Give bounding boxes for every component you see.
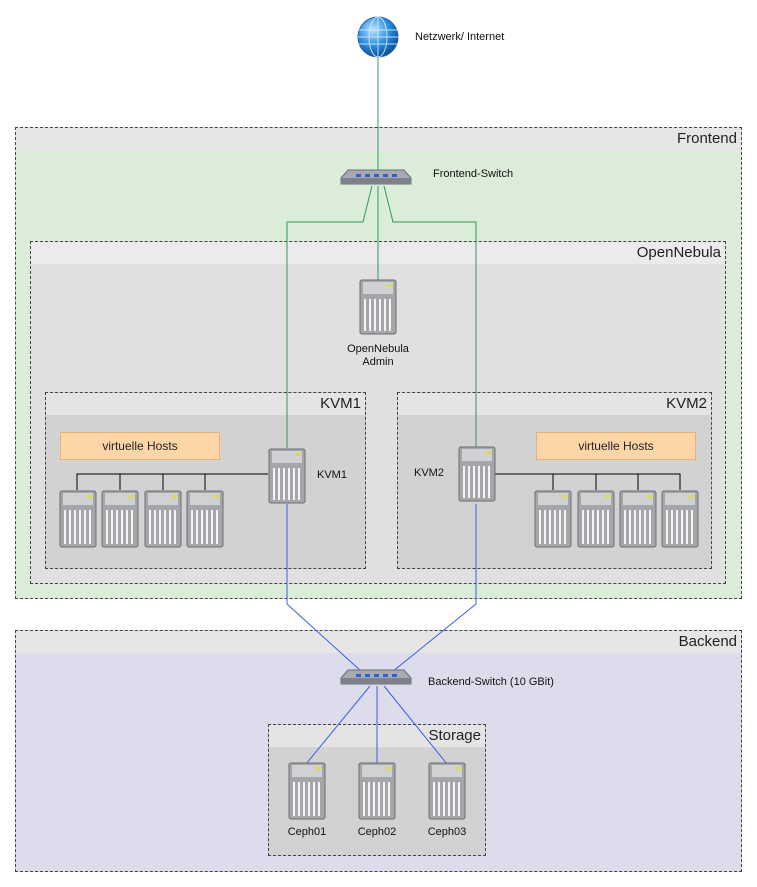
kvm2-host-label: KVM2: [414, 467, 444, 479]
opennebula-zone-title: OpenNebula: [636, 244, 721, 261]
storage-zone-title: Storage: [428, 727, 481, 744]
admin-server-icon: [359, 279, 397, 335]
internet-label: Netzwerk/ Internet: [415, 31, 505, 43]
admin-label-line1: OpenNebula: [347, 343, 409, 355]
backend-switch-label: Backend-Switch (10 GBit): [428, 676, 554, 688]
admin-label-line2: Admin: [362, 356, 394, 368]
kvm2-to-backend-switch-link: [391, 504, 477, 673]
backend-switch-icon: [340, 669, 412, 685]
kvm1-zone-title: KVM1: [320, 395, 361, 412]
admin-label: OpenNebula Admin: [328, 343, 428, 369]
kvm1-vm-1-icon: [59, 490, 97, 548]
ceph03-server-icon: [428, 762, 466, 820]
kvm2-vm-2-icon: [577, 490, 615, 548]
frontend-switch-to-kvm2-link: [383, 185, 477, 448]
frontend-switch-to-kvm1-link: [286, 185, 373, 448]
kvm2-vm-4-icon: [661, 490, 699, 548]
ceph02-server-icon: [358, 762, 396, 820]
backend-zone-header: Backend: [16, 631, 741, 653]
ceph03-label: Ceph03: [427, 826, 467, 838]
kvm2-server-icon: [458, 446, 496, 502]
kvm1-host-label: KVM1: [317, 469, 347, 481]
backend-switch-to-ceph03-link: [383, 685, 448, 765]
kvm1-to-backend-switch-link: [286, 504, 363, 673]
kvm1-zone-header: KVM1: [46, 393, 365, 415]
frontend-switch-icon: [340, 169, 412, 185]
ceph01-label: Ceph01: [287, 826, 327, 838]
kvm1-server-icon: [268, 448, 306, 504]
kvm2-zone-title: KVM2: [666, 395, 707, 412]
frontend-switch-label: Frontend-Switch: [433, 168, 514, 180]
kvm2-vm-3-icon: [619, 490, 657, 548]
globe-icon: [357, 16, 399, 58]
ceph02-label: Ceph02: [357, 826, 397, 838]
frontend-zone-title: Frontend: [676, 130, 737, 147]
vm-links: [76, 473, 681, 490]
ceph01-server-icon: [288, 762, 326, 820]
kvm1-vm-bus: [76, 473, 268, 490]
kvm2-vm-1-icon: [534, 490, 572, 548]
kvm1-vm-3-icon: [144, 490, 182, 548]
frontend-links: [286, 55, 477, 448]
kvm2-vm-bus: [493, 473, 681, 490]
backend-zone-title: Backend: [678, 633, 737, 650]
kvm1-vm-2-icon: [101, 490, 139, 548]
backend-switch-to-ceph01-link: [305, 685, 371, 765]
backend-links: [286, 504, 477, 765]
kvm1-vm-4-icon: [186, 490, 224, 548]
kvm1-virtual-hosts-box: virtuelle Hosts: [60, 432, 220, 460]
kvm2-virtual-hosts-box: virtuelle Hosts: [536, 432, 696, 460]
